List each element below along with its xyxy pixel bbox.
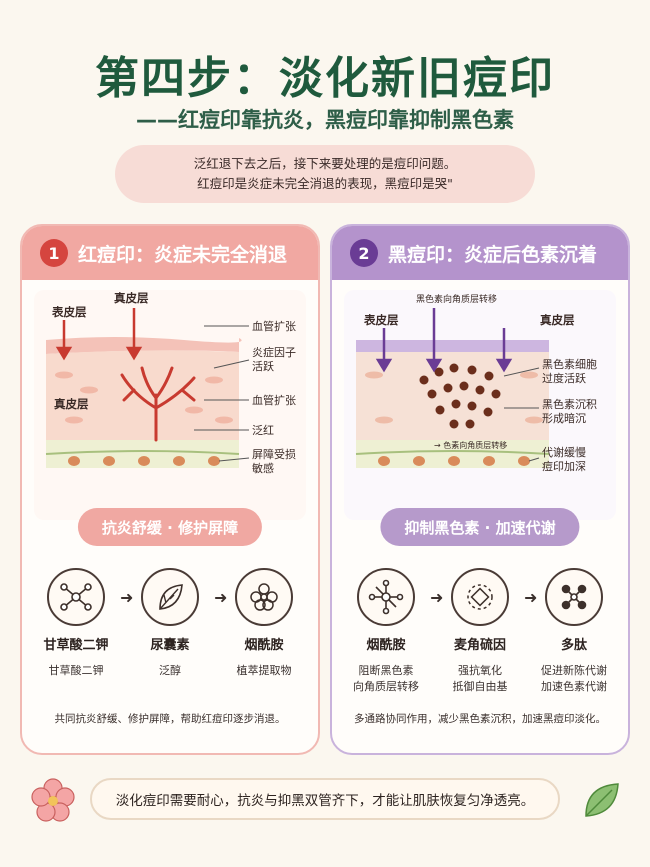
page-subtitle: ——红痘印靠抗炎，黑痘印靠抑制黑色素	[136, 108, 514, 132]
molecule-icon	[357, 568, 415, 626]
label-vessel-dilate-2: 血管扩张	[252, 393, 296, 407]
arrow-right-icon: ➜	[524, 588, 538, 607]
flower-decoration-icon	[31, 778, 75, 822]
ingredient-card: 烟酰胺 植萃提取物	[224, 568, 304, 679]
red-mark-heading: 红痘印：炎症未完全消退	[78, 243, 288, 266]
red-mark-panel: 1 红痘印：炎症未完全消退 表皮层	[20, 224, 320, 755]
label-melanocyte-2: 过度活跃	[542, 371, 586, 385]
label-epidermis: 表皮层	[363, 313, 399, 327]
barrier-layer	[356, 440, 549, 468]
label-metabolism-1: 代谢缓慢	[542, 445, 586, 459]
dermis-layer	[46, 350, 239, 440]
dark-mark-skin-diagram: 黑色素向角质层转移 表皮层 真皮层 黑色素细胞 过度活跃 黑色素沉积 形成暗沉 …	[344, 290, 616, 520]
ingredient-name: 尿囊素	[150, 638, 190, 653]
ingredient-card: 烟酰胺 阻断黑色素向角质层转移	[346, 568, 426, 695]
leader-lines	[503, 367, 540, 462]
label-barrier-1: 屏障受损	[252, 447, 296, 461]
flower-icon	[235, 568, 293, 626]
blood-vessel-tree	[120, 366, 196, 442]
ingredient-card: 甘草酸二钾 甘草酸二钾	[36, 568, 116, 679]
ingredient-card: 尿囊素 泛醇	[130, 568, 210, 679]
page-title: 第四步：淡化新旧痘印	[95, 53, 555, 104]
barrier-cells	[68, 456, 220, 466]
leaf-icon	[141, 568, 199, 626]
red-mark-footer: 共同抗炎舒缓、修护屏障，帮助红痘印逐步消退。	[54, 713, 286, 725]
label-metabolism-2: 痘印加深	[542, 459, 586, 473]
red-mark-header: 1 红痘印：炎症未完全消退	[22, 226, 318, 280]
bottom-summary: 淡化痘印需要耐心，抗炎与抑黑双管齐下，才能让肌肤恢复匀净透亮。	[90, 778, 560, 820]
ingredient-name: 烟酰胺	[244, 638, 284, 653]
label-melanocyte-1: 黑色素细胞	[542, 357, 597, 371]
dermis-cells	[55, 371, 233, 424]
label-dermis-side: 真皮层	[54, 397, 89, 411]
dark-mark-heading: 黑痘印：炎症后色素沉着	[388, 243, 598, 266]
label-redness: 泛红	[252, 424, 274, 437]
shield-icon	[451, 568, 509, 626]
arrow-right-icon: ➜	[214, 588, 228, 607]
epidermis-layer	[46, 337, 242, 354]
dark-mark-footer: 多通路协同作用，减少黑色素沉积，加速黑痘印淡化。	[354, 713, 606, 725]
label-deposit-2: 形成暗沉	[542, 411, 586, 425]
ingredient-desc: 植萃提取物	[236, 664, 292, 677]
label-epidermis: 表皮层	[51, 305, 87, 319]
intro-line-2: 红痘印是炎症未完全消退的表现，黑痘印是哭"	[197, 176, 453, 191]
ingredient-name: 麦角硫因	[453, 638, 506, 653]
ingredient-card: 麦角硫因 强抗氧化抵御自由基	[440, 568, 520, 695]
red-mark-skin-diagram: 表皮层 真皮层 真皮层 血管扩张 炎症因子 活跃 血管扩张 泛红 屏障受损 敏感	[34, 290, 306, 520]
label-dermis: 真皮层	[540, 313, 575, 327]
ingredient-name: 多肽	[560, 638, 587, 653]
arrow-markers	[55, 308, 143, 361]
label-inflammation-2: 活跃	[252, 359, 274, 373]
ingredient-desc: 甘草酸二钾	[48, 664, 104, 677]
label-keratin-move: → 色素向角质层转移	[434, 440, 507, 450]
ingredient-card: 多肽 促进新陈代谢加速色素代谢	[534, 568, 614, 695]
label-vessel-dilate-1: 血管扩张	[252, 319, 296, 333]
ingredient-desc: 促进新陈代谢加速色素代谢	[541, 664, 607, 693]
barrier-cells	[378, 456, 530, 466]
molecule-icon	[47, 568, 105, 626]
peptide-icon	[545, 568, 603, 626]
leaf-decoration-icon	[585, 783, 619, 817]
step-number-badge: 2	[350, 239, 378, 267]
label-dermis-top: 真皮层	[114, 291, 149, 305]
label-barrier-2: 敏感	[252, 461, 274, 475]
arrow-markers	[375, 308, 513, 373]
epidermis-layer	[356, 340, 549, 352]
arrow-right-icon: ➜	[430, 588, 444, 607]
melanin-granules	[419, 363, 501, 429]
label-deposit-1: 黑色素沉积	[542, 397, 597, 411]
dark-mark-header: 2 黑痘印：炎症后色素沉着	[332, 226, 628, 280]
dermis-cells	[365, 371, 543, 424]
barrier-layer	[46, 440, 239, 468]
dermis-layer	[356, 352, 549, 440]
leader-lines	[194, 325, 250, 462]
dark-mark-strategy-pill: 抑制黑色素 · 加速代谢	[380, 508, 580, 546]
arrow-right-icon: ➜	[120, 588, 134, 607]
ingredient-desc: 泛醇	[159, 664, 181, 677]
step-number-badge: 1	[40, 239, 68, 267]
label-inflammation-1: 炎症因子	[252, 345, 296, 359]
ingredient-name: 烟酰胺	[366, 638, 406, 653]
ingredient-name: 甘草酸二钾	[43, 638, 109, 653]
intro-line-1: 泛红退下去之后，接下来要处理的是痘印问题。	[193, 156, 457, 171]
dark-mark-panel: 2 黑痘印：炎症后色素沉着 黑色素向角质层转移	[330, 224, 630, 755]
ingredient-desc: 阻断黑色素向角质层转移	[353, 664, 419, 693]
intro-box: 泛红退下去之后，接下来要处理的是痘印问题。 红痘印是炎症未完全消退的表现，黑痘印…	[115, 145, 535, 203]
label-melanin-transfer: 黑色素向角质层转移	[416, 293, 497, 305]
ingredient-desc: 强抗氧化抵御自由基	[452, 664, 508, 693]
red-mark-strategy-pill: 抗炎舒缓 · 修护屏障	[77, 508, 263, 546]
